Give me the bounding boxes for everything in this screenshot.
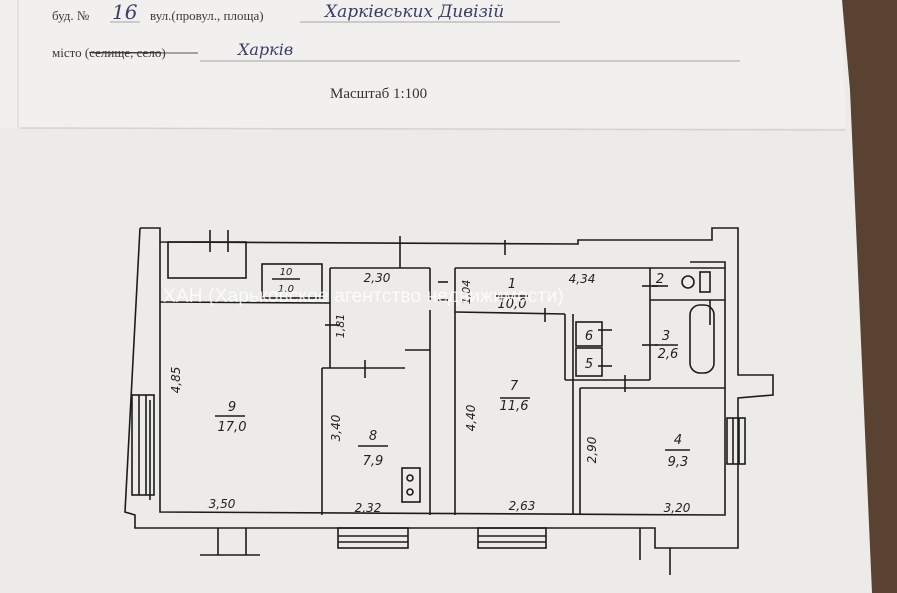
- street-value: Харківських Дивізій: [325, 2, 505, 22]
- street-label: вул.(провул., площа): [150, 8, 264, 23]
- room-8-area: 7,9: [363, 454, 384, 469]
- room-labels: 9 17,0 8 7,9 10 1,0 1 10,0 7 11,6 6 5 2 …: [218, 267, 689, 470]
- building-label: буд. №: [52, 8, 90, 23]
- dim-corridor-height: 1,81: [334, 314, 347, 339]
- building-number: 16: [112, 0, 138, 24]
- dim-room4-width: 3,20: [664, 501, 691, 515]
- dim-room4-height: 2,90: [585, 436, 599, 463]
- room-7-number: 7: [510, 379, 519, 394]
- room-8-number: 8: [369, 429, 377, 444]
- room-4-number: 4: [674, 433, 682, 448]
- dim-room9-width: 3,50: [209, 497, 236, 511]
- dim-room8-width: 2,32: [355, 501, 382, 515]
- agency-watermark: ХАН (Харьковское агентство недвижимости): [163, 286, 564, 307]
- room-5-number: 5: [585, 357, 593, 372]
- room-1-number: 1: [508, 277, 516, 292]
- dim-room8-height: 3,40: [329, 414, 343, 441]
- dim-hall-width: 4,34: [569, 272, 596, 286]
- room-10-area: 1,0: [278, 284, 294, 295]
- dim-hall-height: 1,04: [460, 280, 473, 305]
- room-3-number: 3: [662, 329, 670, 344]
- room-6-number: 6: [585, 329, 593, 344]
- room-3-area: 2,6: [658, 347, 679, 362]
- walls: [124, 227, 774, 575]
- city-label: місто (селище, село): [52, 45, 166, 60]
- dim-room7-width: 2,63: [509, 499, 536, 513]
- room-10-number: 10: [280, 267, 293, 278]
- dim-room9-height: 4,85: [169, 367, 183, 394]
- dim-room7-height: 4,40: [464, 404, 478, 431]
- city-value: Харків: [238, 40, 294, 59]
- scale-label: Масштаб 1:100: [330, 86, 428, 102]
- dim-corridor-width: 2,30: [364, 271, 391, 285]
- room-4-area: 9,3: [668, 455, 689, 470]
- room-9-area: 17,0: [218, 420, 247, 435]
- room-7-area: 11,6: [500, 399, 529, 414]
- document-header: буд. № 16 вул.(провул., площа) Харківськ…: [0, 0, 897, 120]
- room-1-area: 10,0: [498, 297, 527, 312]
- dimension-labels: 4,85 3,50 3,40 2,32 2,30 1,81 4,34 1,04 …: [169, 271, 691, 515]
- room-2-number: 2: [656, 272, 664, 287]
- room-9-number: 9: [228, 400, 236, 415]
